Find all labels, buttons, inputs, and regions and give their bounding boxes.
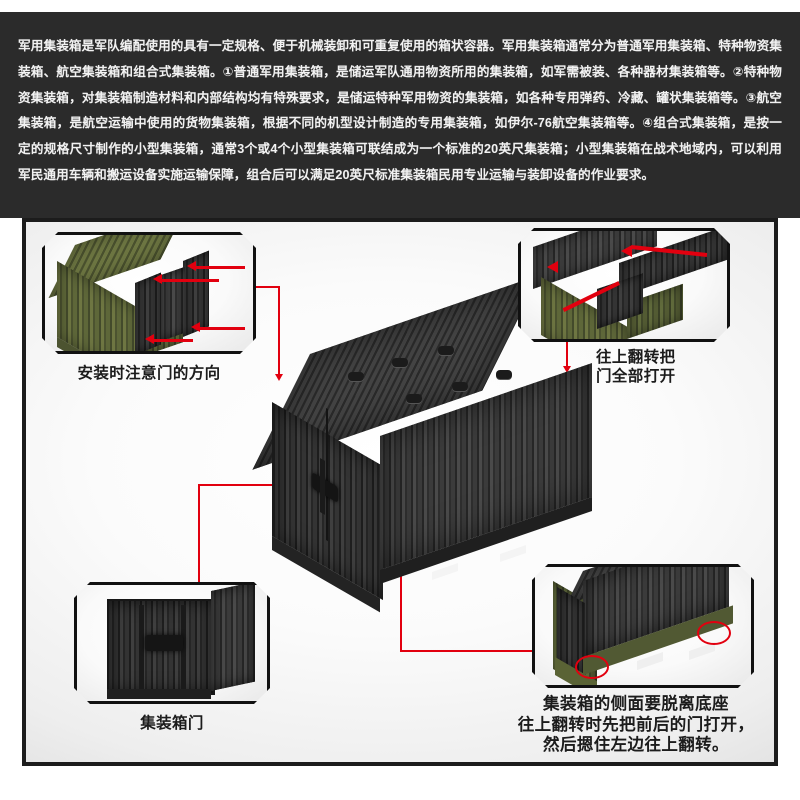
tl-arrow-head-1	[153, 274, 162, 284]
tl-arrow-head-3	[191, 322, 200, 332]
bl-lock-rod	[181, 605, 186, 689]
main-container-figure	[252, 274, 596, 613]
connector-line-bottomright-vertical	[400, 570, 402, 652]
br-container-figure	[539, 571, 753, 687]
bl-lock-rod	[139, 605, 144, 689]
connector-line-door-vertical	[198, 484, 200, 588]
bl-door-handle	[145, 635, 183, 651]
connector-arrow-topleft	[275, 374, 283, 381]
tl-arrow-head-4	[145, 334, 154, 344]
tl-arrow-line-1	[161, 279, 219, 282]
roof-fitting	[348, 372, 364, 381]
diagram-canvas: 安装时注意门的方向	[26, 222, 774, 762]
bl-door-base	[107, 689, 211, 699]
forklift-pocket	[500, 545, 526, 562]
description-paragraph: 军用集装箱是军队编配使用的具有一定规格、便于机械装卸和可重复使用的箱状容器。军用…	[18, 39, 782, 182]
tl-arrow-line-3	[199, 327, 245, 330]
description-panel: 军用集装箱是军队编配使用的具有一定规格、便于机械装卸和可重复使用的箱状容器。军用…	[0, 12, 800, 218]
tl-arrow-line-2	[195, 266, 245, 269]
tl-green-container-figure	[49, 239, 256, 354]
callout-top-right	[518, 228, 730, 342]
roof-fitting	[406, 394, 422, 403]
br-highlight-circle-right	[697, 621, 731, 645]
connector-line-topleft-v2	[278, 286, 280, 376]
roof-fitting	[392, 358, 408, 367]
tl-arrow-head-2	[187, 261, 196, 271]
roof-fitting	[438, 346, 454, 355]
tr-arrow-head-1	[621, 245, 632, 257]
connector-line-bottomright-horizontal	[400, 650, 560, 652]
diagram-frame: 安装时注意门的方向	[22, 218, 778, 766]
callout-top-right-caption: 往上翻转把 门全部打开	[596, 349, 676, 385]
callout-bottom-right-caption: 集装箱的侧面要脱离底座 往上翻转时先把前后的门打开， 然后摁住左边往上翻转。	[517, 695, 755, 754]
callout-top-left-caption: 安装时注意门的方向	[77, 365, 221, 382]
door-split-line	[326, 408, 328, 542]
br-highlight-circle-left	[575, 655, 609, 679]
tr-container-figure	[523, 233, 730, 342]
roof-fitting	[496, 370, 512, 379]
callout-bottom-left	[74, 582, 270, 704]
callout-bottom-right	[532, 564, 754, 688]
tl-arrow-line-4	[153, 339, 193, 342]
connector-line-door-horizontal	[198, 484, 336, 486]
callout-top-left	[42, 232, 256, 354]
callout-bottom-left-caption: 集装箱门	[140, 715, 204, 732]
bl-door-edge	[211, 582, 255, 691]
roof-fitting	[452, 382, 468, 391]
bl-door-figure	[83, 591, 267, 701]
tr-arrow-head-2	[547, 261, 558, 273]
connector-arrow-topright	[563, 366, 571, 373]
door-lock-rod	[320, 458, 325, 515]
connector-line-topleft-h2	[256, 286, 280, 288]
tl-inner-door	[161, 267, 185, 341]
forklift-pocket	[432, 563, 458, 580]
connector-line-topright-vertical	[566, 340, 568, 368]
